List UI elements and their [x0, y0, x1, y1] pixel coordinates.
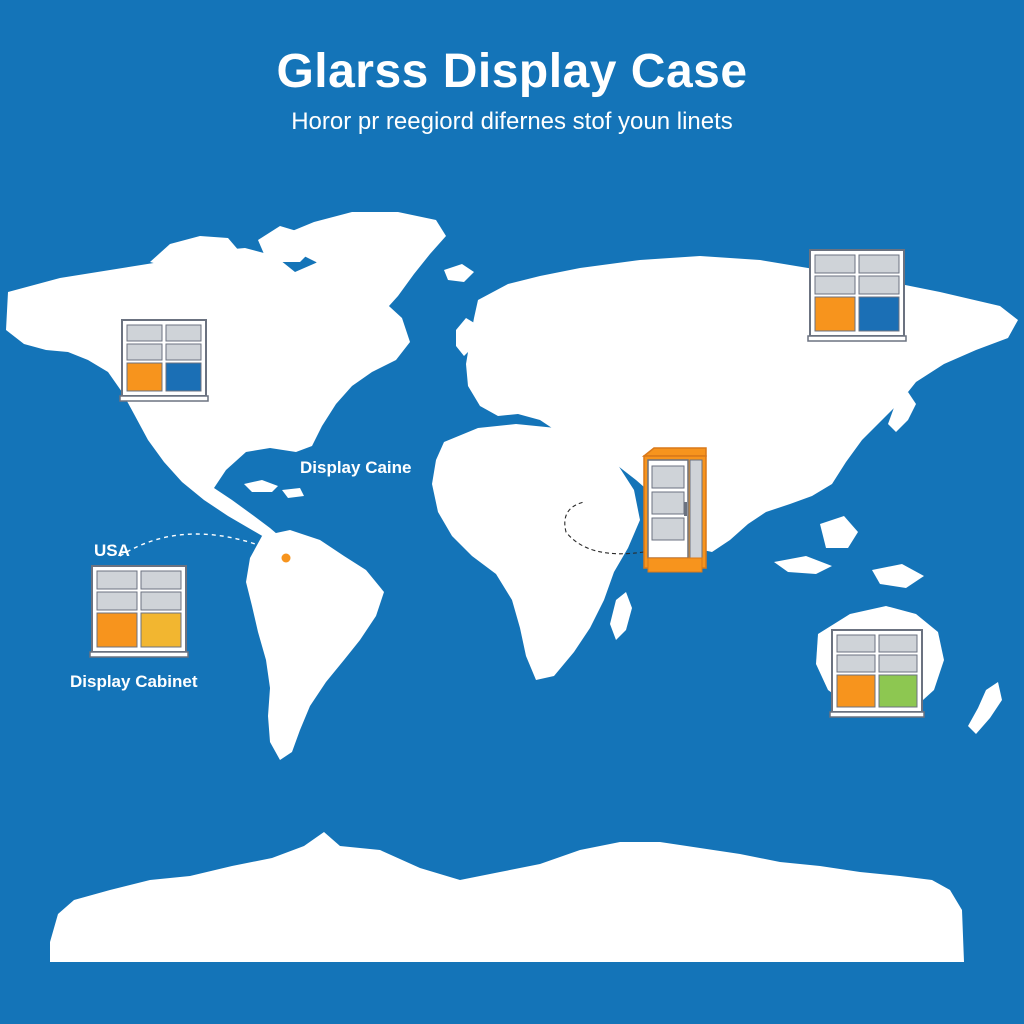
cabinet-side-panel [689, 459, 703, 559]
landmass-indonesia [774, 556, 832, 574]
cabinet-glass-panel [836, 634, 876, 653]
label-display-caine: Display Caine [300, 458, 412, 477]
display-cabinet-south-america [89, 565, 189, 658]
landmass-africa [432, 424, 640, 680]
cabinet-top-lid [641, 447, 707, 457]
cabinet-glass-panel [140, 570, 182, 590]
landmass-south-america [246, 530, 384, 760]
cabinet-drawer [647, 557, 703, 573]
landmass-iceland [444, 264, 474, 282]
cabinet-glass-panel [878, 634, 918, 653]
location-pin [281, 553, 291, 563]
landmass-antarctica [50, 832, 964, 962]
display-cabinet-india [641, 447, 707, 573]
label-usa: USA [94, 541, 130, 560]
landmass-caribbean-2 [282, 488, 304, 498]
landmass-greenland [280, 212, 446, 318]
landmass-new-guinea [872, 564, 924, 588]
page-subtitle: Horor pr reegiord difernes stof youn lin… [291, 108, 733, 135]
cabinet-glass-panel [878, 654, 918, 673]
cabinet-glass-panel [96, 591, 138, 611]
route-south-america [119, 533, 287, 557]
landmass-borneo [820, 516, 858, 548]
cabinet-glass-panel [814, 275, 856, 295]
display-cabinet-north-america [119, 319, 209, 402]
cabinet-orange-shelf [126, 362, 163, 392]
cabinet-glass-panel [858, 254, 900, 274]
display-cabinet-australia [829, 629, 925, 718]
cabinet-glass-panel [651, 491, 685, 515]
landmass-caribbean [244, 480, 278, 492]
landmass-arctic-islands [150, 236, 240, 268]
cabinet-glass-panel [126, 343, 163, 361]
cabinet-orange-shelf [814, 296, 856, 332]
cabinet-glass-panel [858, 275, 900, 295]
cabinet-glass-panel [814, 254, 856, 274]
cabinet-glass-panel [96, 570, 138, 590]
cabinet-glass-panel [140, 591, 182, 611]
cabinet-glass-panel [165, 343, 202, 361]
cabinet-glass-panel [651, 517, 685, 541]
landmass-japan [888, 392, 916, 432]
cabinet-blue-shelf [858, 296, 900, 332]
cabinet-glass-panel [651, 465, 685, 489]
landmass-madagascar [610, 592, 632, 640]
cabinet-green-shelf [878, 674, 918, 708]
cabinet-glass-panel [836, 654, 876, 673]
cabinet-orange-shelf [836, 674, 876, 708]
label-display-cabinet: Display Cabinet [70, 672, 198, 691]
display-cabinet-russia [807, 249, 907, 342]
cabinet-orange-shelf [96, 612, 138, 648]
cabinet-glass-panel [126, 324, 163, 342]
cabinet-handle [684, 502, 687, 516]
cabinet-yellow-shelf [140, 612, 182, 648]
route-africa [564, 501, 645, 555]
cabinet-glass-panel [165, 324, 202, 342]
landmass-new-zealand [968, 682, 1002, 734]
page-title: Glarss Display Case [276, 45, 748, 98]
cabinet-blue-shelf [165, 362, 202, 392]
